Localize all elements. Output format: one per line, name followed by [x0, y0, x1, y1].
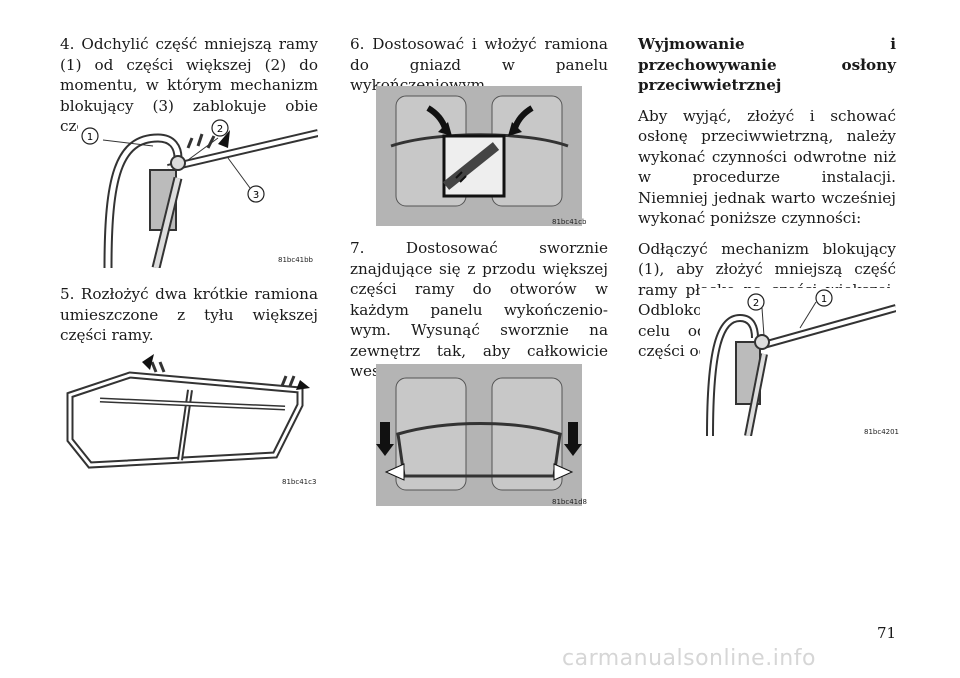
callout-1: 1 — [87, 132, 93, 143]
figure-pins: 81bc41d8 — [376, 364, 587, 506]
callout-2: 2 — [217, 124, 223, 135]
paragraph-1: Aby wyjąć, złożyć i schować osłonę przec… — [638, 106, 896, 228]
section-heading: Wyjmowanie i przechowywanie osłony przec… — [638, 35, 896, 94]
callout-1: 1 — [821, 294, 827, 305]
step-4-text: 4. Odchylić część mniejszą ramy (1) od c… — [60, 35, 318, 135]
figure-code: 81bc4201 — [864, 428, 900, 436]
step-7-text: 7. Dostosować sworznie znajdujące się z … — [350, 239, 608, 380]
figure-insert-arms: 81bc41cb — [376, 86, 586, 226]
figure-frame-unfold: 81bc41c3 — [60, 350, 318, 495]
page-number: 71 — [877, 624, 897, 642]
column-1: 4. Odchylić część mniejszą ramy (1) od c… — [60, 34, 318, 147]
figure-code: 81bc41c3 — [282, 478, 317, 486]
figure-frame-lock: 1 2 3 81bc41bb — [78, 118, 318, 268]
watermark[interactable]: carmanualsonline.info — [562, 646, 816, 671]
figure-code: 81bc41bb — [278, 256, 313, 264]
callout-3: 3 — [253, 190, 259, 201]
step-5-text: 5. Rozłożyć dwa krótkie ramiona umieszcz… — [60, 285, 318, 344]
column-1-lower: 5. Rozłożyć dwa krótkie ramiona umieszcz… — [60, 284, 318, 356]
callout-2: 2 — [753, 298, 759, 309]
figure-code: 81bc41cb — [552, 218, 587, 226]
figure-code: 81bc41d8 — [552, 498, 588, 506]
figure-unlock: 2 1 81bc4201 — [700, 288, 900, 436]
